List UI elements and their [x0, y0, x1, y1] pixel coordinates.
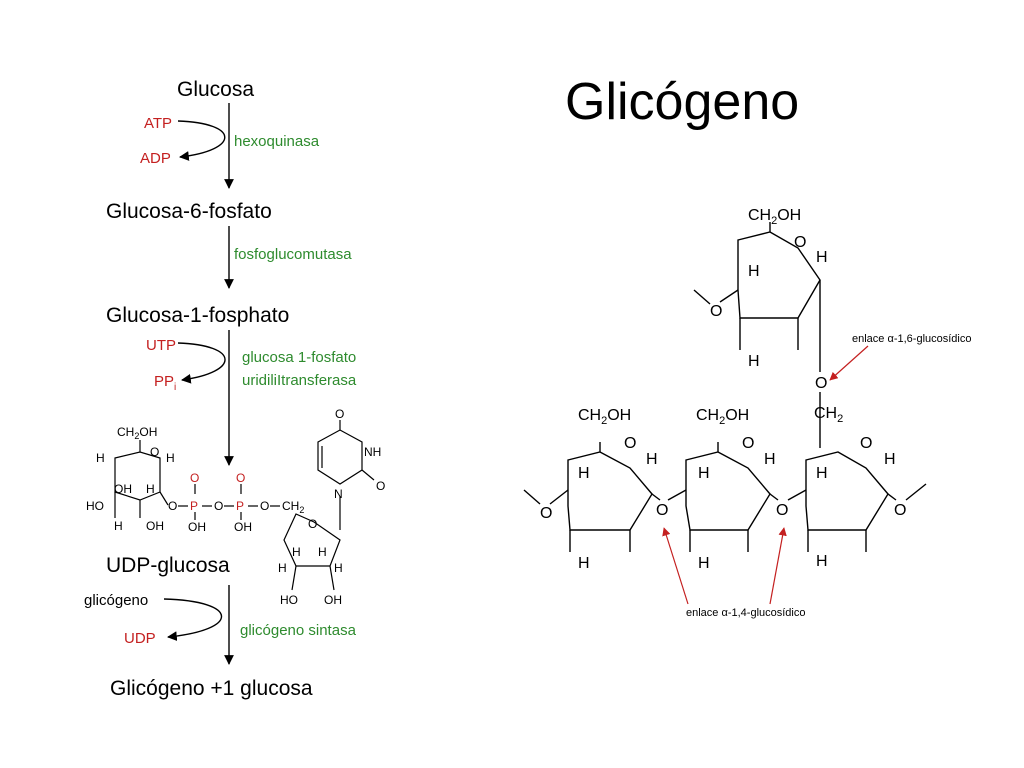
svg-text:O: O [308, 517, 317, 531]
svg-text:O: O [335, 407, 344, 421]
product-label: Glicógeno +1 glucosa [110, 677, 313, 700]
svg-text:O: O [894, 502, 906, 519]
ring3-ch2: CH2 [814, 405, 843, 425]
hexokinase-label: hexoquinasa [234, 133, 320, 150]
svg-text:O: O [376, 479, 385, 493]
svg-text:HO: HO [280, 593, 298, 607]
svg-text:O: O [624, 435, 636, 452]
adp-label: ADP [140, 150, 171, 167]
svg-text:H: H [334, 561, 343, 575]
svg-text:O: O [236, 471, 245, 485]
svg-text:H: H [698, 465, 710, 482]
svg-text:OH: OH [324, 593, 342, 607]
svg-text:H: H [278, 561, 287, 575]
svg-text:H: H [578, 555, 590, 572]
atp-adp-curve [177, 120, 226, 161]
svg-text:O: O [168, 499, 177, 513]
pathway-diagram: Glucosa ATP ADP hexoquinasa Glucosa-6-fo… [84, 78, 357, 700]
atp-label: ATP [144, 115, 172, 132]
udp-label: UDP [124, 630, 156, 647]
glycogen-structure: CH2OH O H H H O O CH2OH O H H H O O [523, 207, 971, 619]
ring2-ch2oh: CH2OH [696, 407, 749, 427]
svg-text:P: P [190, 499, 198, 513]
glycogen-in-label: glicógeno [84, 592, 148, 609]
svg-text:NH: NH [364, 445, 381, 459]
svg-text:H: H [646, 451, 658, 468]
glycogen-udp-curve [163, 598, 223, 642]
svg-text:P: P [236, 499, 244, 513]
svg-text:HO: HO [86, 499, 104, 513]
utp-label: UTP [146, 337, 176, 354]
chain-link-arrow-1 [662, 527, 689, 605]
chain-ring-3 [805, 451, 889, 531]
svg-text:O: O [260, 499, 269, 513]
svg-text:OH: OH [188, 520, 206, 534]
utp-ppi-curve [177, 342, 226, 384]
svg-text:O: O [190, 471, 199, 485]
svg-text:H: H [114, 519, 123, 533]
slide-title: Glicógeno [565, 73, 800, 131]
enzyme-3-line-2: uridiliItransferasa [242, 372, 357, 389]
udp-glucose-structure: CH2OH O H H OH H HO H OH O P O OH O P O … [86, 407, 385, 607]
glycogen-synthase-label: glicógeno sintasa [240, 622, 357, 639]
svg-text:O: O [710, 303, 722, 320]
ch2oh-label: CH2OH [117, 425, 157, 441]
svg-text:H: H [698, 555, 710, 572]
svg-text:H: H [884, 451, 896, 468]
ppi-label: PPi [154, 373, 176, 393]
svg-text:O: O [815, 375, 827, 392]
udp-glucose-label: UDP-glucosa [106, 554, 230, 577]
svg-text:O: O [794, 234, 806, 251]
svg-text:O: O [742, 435, 754, 452]
svg-text:H: H [318, 545, 327, 559]
enzyme-3-line-1: glucosa 1-fosfato [242, 349, 356, 366]
svg-text:N: N [334, 487, 343, 501]
svg-text:OH: OH [146, 519, 164, 533]
svg-text:OH: OH [114, 482, 132, 496]
svg-text:H: H [166, 451, 175, 465]
phosphoglucomutase-label: fosfoglucomutasa [234, 246, 352, 263]
chain-ring-2 [685, 451, 771, 531]
svg-text:O: O [776, 502, 788, 519]
chain-link-arrow-2 [769, 527, 787, 605]
svg-text:H: H [764, 451, 776, 468]
svg-text:H: H [816, 249, 828, 266]
ring1-ch2oh: CH2OH [578, 407, 631, 427]
svg-text:H: H [748, 353, 760, 370]
svg-text:O: O [540, 505, 552, 522]
svg-text:O: O [214, 499, 223, 513]
chain-link-label: enlace α-1,4-glucosídico [686, 607, 805, 619]
branch-ch2oh: CH2OH [748, 207, 801, 227]
branch-ring [737, 231, 821, 319]
svg-text:OH: OH [234, 520, 252, 534]
svg-text:H: H [146, 482, 155, 496]
glucose-1-phosphate-label: Glucosa-1-fosphato [106, 304, 289, 327]
branch-link-arrow [829, 345, 869, 381]
uracil-ring [317, 429, 363, 485]
svg-text:H: H [816, 553, 828, 570]
svg-text:O: O [656, 502, 668, 519]
svg-text:H: H [96, 451, 105, 465]
branch-link-label: enlace α-1,6-glucosídico [852, 333, 971, 345]
chain-ring-1 [567, 451, 653, 531]
glucose-6-phosphate-label: Glucosa-6-fosfato [106, 200, 272, 223]
ch2-label: CH2 [282, 499, 304, 515]
svg-text:H: H [578, 465, 590, 482]
svg-text:H: H [816, 465, 828, 482]
svg-text:H: H [748, 263, 760, 280]
svg-text:H: H [292, 545, 301, 559]
svg-text:O: O [150, 445, 159, 459]
glucose-label: Glucosa [177, 78, 254, 101]
svg-text:O: O [860, 435, 872, 452]
